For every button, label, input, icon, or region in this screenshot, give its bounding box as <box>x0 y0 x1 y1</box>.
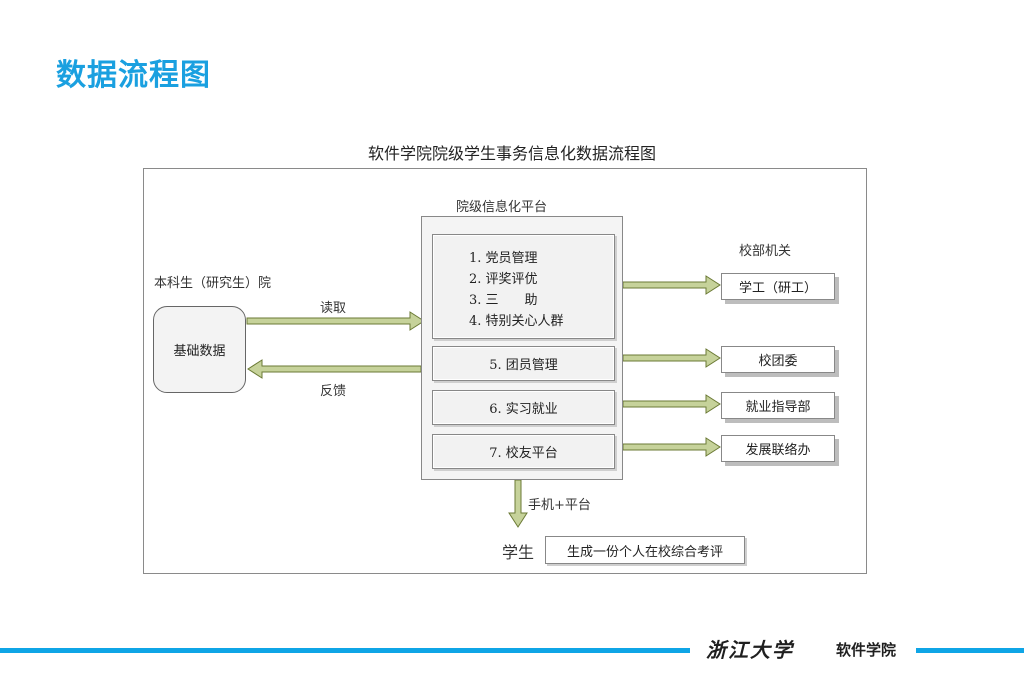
college-name: 软件学院 <box>836 641 897 659</box>
departments-label: 校部机关 <box>739 244 792 259</box>
to-tuanwei-arrow <box>622 348 721 368</box>
diagram-title: 软件学院院级学生事务信息化数据流程图 <box>367 144 656 163</box>
module-item: 2. 评奖评优 <box>469 272 538 287</box>
module-item: 7. 校友平台 <box>432 434 615 469</box>
base-data-box: 基础数据 <box>153 306 246 393</box>
department-box: 校团委 <box>721 346 835 373</box>
department-box: 发展联络办 <box>721 435 835 462</box>
read-label: 读取 <box>320 301 347 316</box>
module-item: 6. 实习就业 <box>432 390 615 425</box>
student-output-box: 生成一份个人在校综合考评 <box>545 536 745 564</box>
department-box: 学工（研工） <box>721 273 835 300</box>
module-item: 1. 党员管理 <box>469 251 538 266</box>
to-xuegong-arrow <box>622 275 721 295</box>
university-logo: 浙江大学 <box>706 638 794 662</box>
slide-title: 数据流程图 <box>56 58 211 93</box>
platform-label: 院级信息化平台 <box>456 200 548 215</box>
module-item: 4. 特别关心人群 <box>469 314 564 329</box>
footer-divider-left <box>0 648 690 653</box>
mobile-platform-label: 手机+平台 <box>528 498 591 513</box>
to-student-arrow <box>508 479 528 528</box>
feedback-label: 反馈 <box>320 384 347 399</box>
to-fazhan-arrow <box>622 437 721 457</box>
module-item: 3. 三 助 <box>469 293 538 308</box>
module-group-1-4: 1. 党员管理 2. 评奖评优 3. 三 助 4. 特别关心人群 <box>432 234 615 339</box>
department-box: 就业指导部 <box>721 392 835 419</box>
footer-divider-right <box>916 648 1024 653</box>
to-jiuye-arrow <box>622 394 721 414</box>
module-item: 5. 团员管理 <box>432 346 615 381</box>
read-arrow <box>246 311 425 331</box>
college-label: 本科生（研究生）院 <box>154 276 272 291</box>
student-label: 学生 <box>502 543 535 562</box>
feedback-arrow <box>247 359 422 379</box>
